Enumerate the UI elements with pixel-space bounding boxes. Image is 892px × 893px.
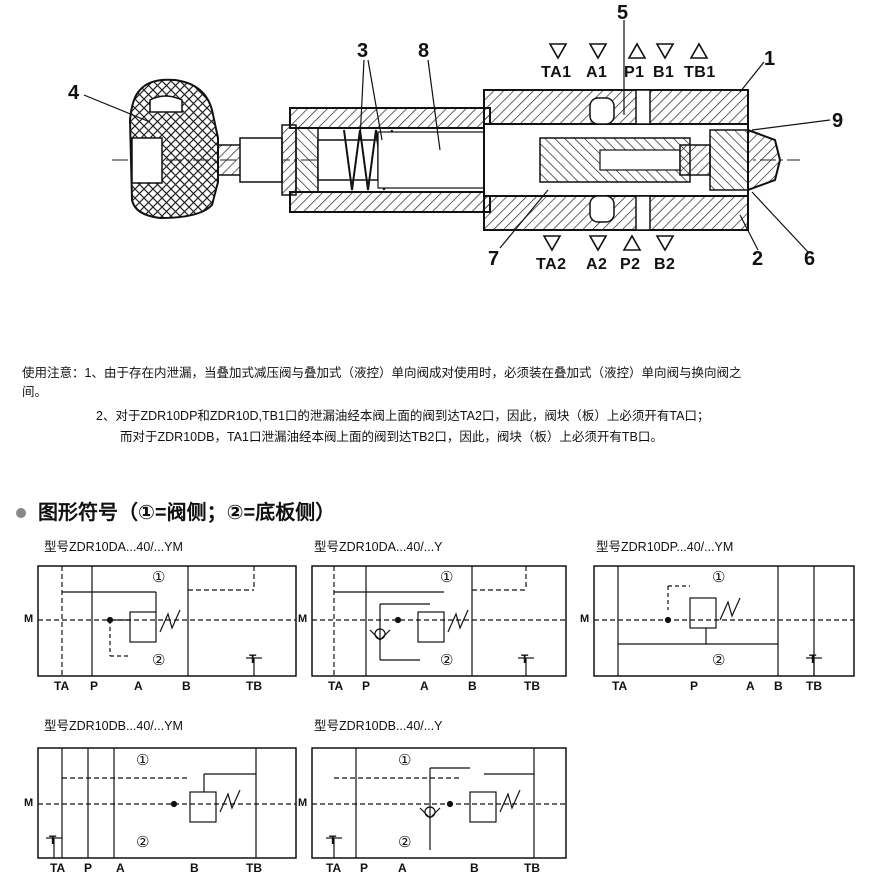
symbol-4-diagram [37,747,297,859]
symbol-3-diagram [593,565,855,677]
hand-knob [128,78,219,220]
symbol-5-diagram [311,747,567,859]
sym3-port-a: A [746,679,755,693]
symbol-1-base-side-mark: ② [152,652,166,669]
sym2-port-b: B [468,679,477,693]
symbols-section-title: 图形符号（①=阀侧；②=底板侧） [38,502,336,524]
end-plug [747,128,782,192]
sym2-port-ta: TA [328,679,344,693]
symbol-model-3: 型号ZDR10DP...40/...YM [596,540,734,554]
valve-cross-section-drawing [83,20,831,253]
callout-9: 9 [832,110,844,132]
note-line-2: 2、对于ZDR10DP和ZDR10D,TB1口的泄漏油经本阀上面的阀到达TA2口… [96,409,710,423]
sym5-port-ta: TA [326,861,342,875]
symbol-1-valve-side-mark: ① [152,569,166,586]
note-line-1-cont: 间。 [22,385,48,399]
sym4-port-b: B [190,861,199,875]
port-label-ta2: TA2 [536,256,567,273]
sym1-tank-mark: T [249,652,257,666]
top-port-arrows [548,42,709,60]
sym1-port-ta: TA [54,679,70,693]
port-label-p2: P2 [620,256,641,273]
spring-housing [289,107,533,213]
sym4-port-p: P [84,861,93,875]
symbol-1-diagram [37,565,297,677]
sym5-port-p: P [360,861,369,875]
symbol-2-diagram [311,565,567,677]
sym5-tank-mark: T [329,833,337,847]
symbol-4-base-side-mark: ② [136,834,150,851]
sym3-port-b: B [774,679,783,693]
adjust-screw [217,124,297,196]
end-cap [709,129,749,191]
sym1-port-tb: TB [246,679,262,693]
note-line-1: 使用注意：1、由于存在内泄漏，当叠加式减压阀与叠加式（液控）单向阀成对使用时，必… [22,366,742,380]
valve-body [483,89,749,231]
port-label-tb1: TB1 [684,64,716,81]
callout-1: 1 [764,48,776,70]
sym1-port-a: A [134,679,143,693]
symbol-4-m-label: M [24,797,34,809]
symbol-4-valve-side-mark: ① [136,752,150,769]
sym2-port-a: A [420,679,429,693]
port-label-b2: B2 [654,256,676,273]
sym1-port-b: B [182,679,191,693]
port-label-a1: A1 [586,64,608,81]
callout-6: 6 [804,248,816,270]
sym4-tank-mark: T [49,833,57,847]
sym2-port-p: P [362,679,371,693]
symbol-3-valve-side-mark: ① [712,569,726,586]
port-label-p1: P1 [624,64,645,81]
symbol-model-5: 型号ZDR10DB...40/...Y [314,719,443,733]
callout-3: 3 [357,40,369,62]
port-label-a2: A2 [586,256,608,273]
symbol-3-m-label: M [580,613,590,625]
callout-8: 8 [418,40,430,62]
callout-5: 5 [617,2,629,24]
callout-2: 2 [752,248,764,270]
sym5-port-tb: TB [524,861,540,875]
callout-4: 4 [68,82,80,104]
sym1-port-p: P [90,679,99,693]
port-label-b1: B1 [653,64,675,81]
sym3-port-ta: TA [612,679,628,693]
symbol-5-base-side-mark: ② [398,834,412,851]
sym5-port-a: A [398,861,407,875]
port-label-ta1: TA1 [541,64,572,81]
symbol-3-base-side-mark: ② [712,652,726,669]
symbol-model-1: 型号ZDR10DA...40/...YM [44,540,183,554]
section-bullet-icon [16,508,26,518]
sym2-tank-mark: T [521,652,529,666]
symbol-5-valve-side-mark: ① [398,752,412,769]
sym3-port-p: P [690,679,699,693]
leader-lines [83,20,831,253]
sym2-port-tb: TB [524,679,540,693]
sym4-port-tb: TB [246,861,262,875]
symbol-2-m-label: M [298,613,308,625]
sym4-port-ta: TA [50,861,66,875]
bottom-port-arrows [542,234,675,252]
symbol-model-2: 型号ZDR10DA...40/...Y [314,540,443,554]
sym4-port-a: A [116,861,125,875]
symbol-2-base-side-mark: ② [440,652,454,669]
sym3-port-tb: TB [806,679,822,693]
callout-7: 7 [488,248,500,270]
symbol-5-m-label: M [298,797,308,809]
note-line-3: 而对于ZDR10DB，TA1口泄漏油经本阀上面的阀到达TB2口，因此，阀块（板）… [120,430,663,444]
hydraulic-symbols-drawing [37,565,855,859]
symbol-2-valve-side-mark: ① [440,569,454,586]
sym3-tank-mark: T [809,652,817,666]
symbol-model-4: 型号ZDR10DB...40/...YM [44,719,183,733]
sym5-port-b: B [470,861,479,875]
symbol-1-m-label: M [24,613,34,625]
